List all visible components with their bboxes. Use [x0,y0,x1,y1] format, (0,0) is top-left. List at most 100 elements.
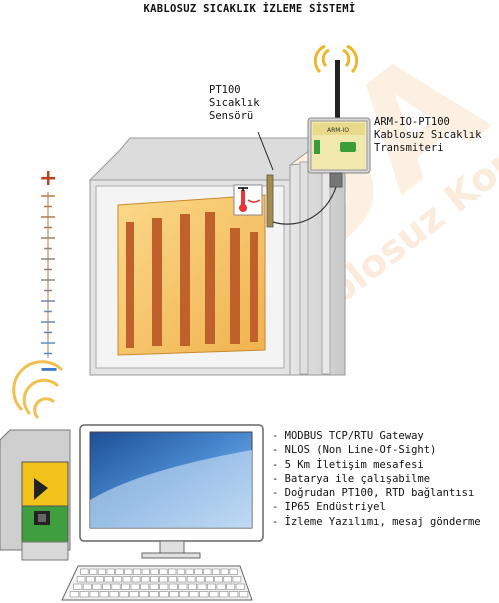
transmitter-label-line2: Kablosuz Sıcaklık [374,129,482,141]
keyboard-key [169,591,179,598]
keyboard-key [89,568,98,575]
keyboard-key [130,583,140,590]
keyboard-key [214,576,223,583]
keyboard-key [76,576,86,583]
keyboard-key [176,568,186,575]
keyboard-key [101,583,111,590]
keyboard-key [189,591,199,598]
keyboard-key [229,568,238,575]
keyboard-key [106,568,115,575]
keyboard-key [159,591,169,598]
feature-item: - Doğrudan PT100, RTD bağlantısı [272,487,475,500]
keyboard-key [218,591,229,598]
keyboard-key [95,576,104,583]
keyboard-key [149,591,159,598]
transmitter-label: ARM-IO-PT100 Kablosuz Sıcaklık Transmite… [374,116,481,155]
keyboard-key [194,568,203,575]
transmitter-label-line3: Transmiteri [374,142,444,154]
keyboard-key [177,576,187,583]
feature-item: - NLOS (Non Line-Of-Sight) [272,444,437,457]
keyboard-key [199,591,209,598]
oven-side [289,159,346,376]
keyboard-key [109,591,119,598]
keyboard-key [131,576,141,583]
feature-item: - IP65 Endüstriyel [272,501,386,514]
oven-window [117,194,266,356]
keyboard-key [168,576,178,583]
pt100-sensor [233,131,339,228]
transmitter-device [307,44,371,188]
keyboard-key [121,583,131,590]
keyboard-key [195,576,205,583]
sensor-label-line2: Sıcaklık [209,97,260,109]
keyboard-key [140,576,150,583]
computer [61,424,264,601]
transmitter-device-text: ARM-IO [327,127,349,134]
keyboard-key [79,591,90,598]
keyboard-key [150,568,159,575]
keyboard-key [73,583,83,590]
feature-item: - Batarya ile çalışabilme [272,472,431,485]
keyboard-key [89,591,100,598]
keyboard-key [187,583,197,590]
wifi-icon-left [313,44,326,74]
keyboard-key [141,568,150,575]
sensor-label: PT100 Sıcaklık Sensörü [209,84,260,123]
keyboard-key [99,591,109,598]
keyboard-key [85,576,95,583]
gateway-device [0,360,71,561]
wifi-icon-right [346,44,359,74]
keyboard-key [129,591,139,598]
keyboard-key [232,576,242,583]
keyboard-key [97,568,107,575]
minus-sign: − [39,355,60,383]
keyboard-key [150,576,159,583]
feature-item: - İzleme Yazılımı, mesaj gönderme [272,515,481,528]
keyboard-key [205,576,214,583]
keyboard-key [113,576,123,583]
keyboard-key [140,583,150,590]
keyboard-key [159,583,169,590]
keyboard-key [228,591,239,598]
keyboard-key [104,576,113,583]
transmitter-label-line1: ARM-IO-PT100 [374,116,450,128]
keyboard-key [111,583,121,590]
keyboard-key [149,583,159,590]
feature-list: - MODBUS TCP/RTU Gateway - NLOS (Non Lin… [272,429,481,529]
keyboard-key [168,568,177,575]
keyboard-key [203,568,212,575]
keyboard-key [69,591,80,598]
keyboard-key [197,583,207,590]
keyboard-key [179,591,189,598]
keyboard-key [159,568,168,575]
keyboard-key [80,568,89,575]
feature-item: - MODBUS TCP/RTU Gateway [272,430,424,442]
keyboard-key [168,583,178,590]
keyboard-key [186,576,196,583]
keyboard-key [209,591,219,598]
keyboard-key [122,576,132,583]
keyboard-key [185,568,194,575]
temperature-scale [41,192,55,358]
feature-item: - 5 Km İletişim mesafesi [272,458,424,471]
oven-top [88,137,313,181]
keyboard-key [178,583,188,590]
keyboard-key [220,568,229,575]
keyboard-key [238,591,249,598]
oven-rods [126,212,258,348]
keyboard-key [82,583,92,590]
keyboard-key [124,568,133,575]
keyboard-key [139,591,149,598]
keyboard-key [115,568,124,575]
oven [88,137,346,376]
keyboard-key [211,568,221,575]
keyboard-key [216,583,226,590]
keyboard-key [226,583,236,590]
keyboard-key [119,591,129,598]
keyboard-key [132,568,142,575]
gateway-wifi-icon [12,360,64,412]
page-title: KABLOSUZ SICAKLIK İZLEME SİSTEMİ [143,3,356,15]
keyboard-key [159,576,168,583]
keyboard-key [207,583,217,590]
